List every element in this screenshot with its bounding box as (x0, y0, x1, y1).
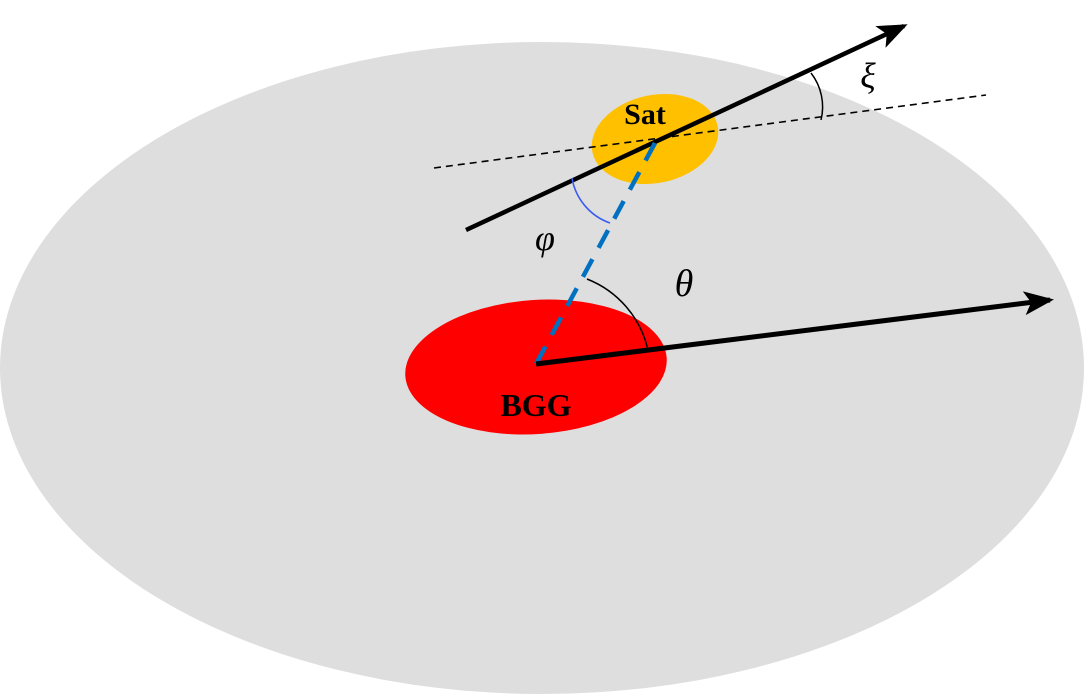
theta-angle-arc (586, 278, 649, 351)
satellite-major-axis-arrow (465, 23, 908, 233)
bgg-ellipse (405, 299, 667, 435)
xi-label: ξ (860, 56, 876, 96)
theta-label: θ (675, 263, 694, 305)
bgg-satellite-connector-line (534, 141, 657, 366)
bgg-label: BGG (500, 387, 571, 423)
xi-angle-arc (810, 72, 824, 121)
satellite-label: Sat (624, 98, 666, 131)
phi-label: φ (535, 218, 555, 258)
phi-angle-arc (571, 177, 611, 224)
satellite-reference-dashed-line (433, 94, 987, 169)
bgg-major-axis-arrow (535, 291, 1054, 367)
